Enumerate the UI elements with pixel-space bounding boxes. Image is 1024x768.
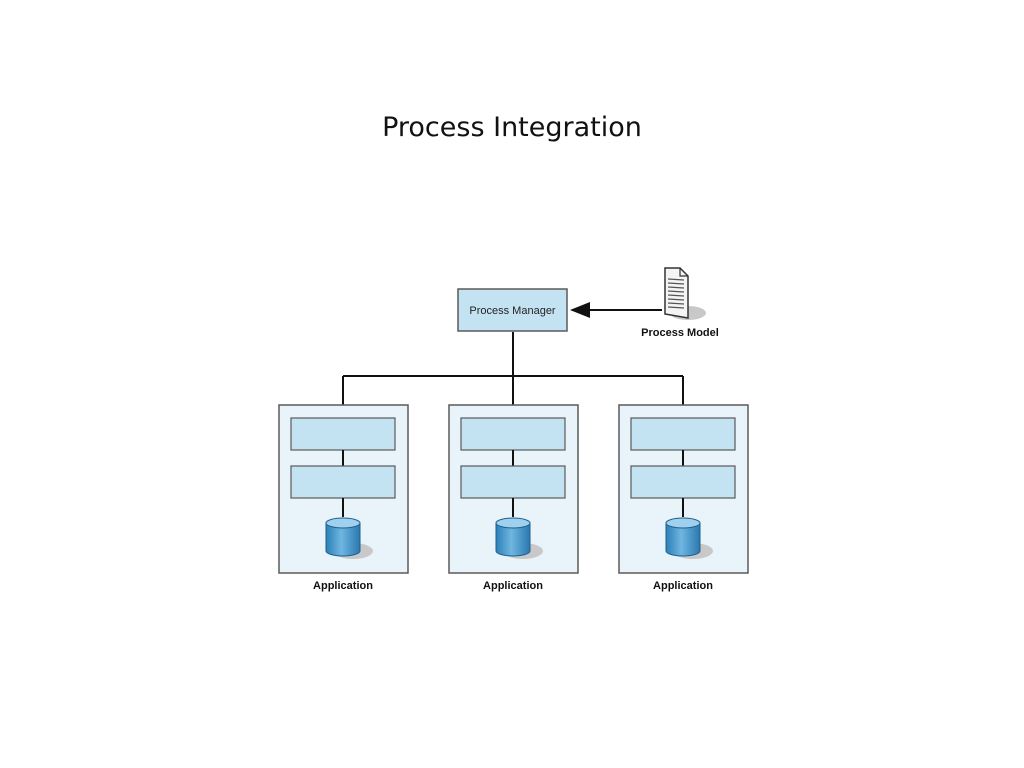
process-manager-label: Process Manager (469, 305, 556, 317)
database-icon (665, 517, 713, 559)
slide-title: Process Integration (382, 112, 642, 143)
application-node-2: Application (448, 404, 579, 592)
application-node-3: Application (618, 404, 749, 592)
component-box (460, 465, 566, 499)
component-box (460, 417, 566, 451)
process-manager-node: Process Manager (457, 288, 568, 332)
database-icon (325, 517, 373, 559)
component-box (630, 417, 736, 451)
application-label: Application (313, 580, 373, 592)
application-node-1: Application (278, 404, 409, 592)
document-icon (664, 267, 689, 319)
process-model-node: Process Model (641, 267, 719, 339)
component-box (290, 417, 396, 451)
application-label: Application (653, 580, 713, 592)
database-icon (495, 517, 543, 559)
connector-lines (342, 332, 684, 405)
application-label: Application (483, 580, 543, 592)
component-box (290, 465, 396, 499)
process-model-label: Process Model (641, 327, 719, 339)
component-box (630, 465, 736, 499)
